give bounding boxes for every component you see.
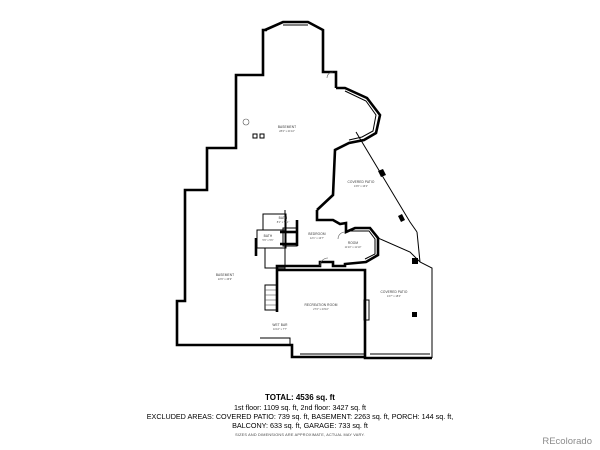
patio-outline	[355, 131, 418, 233]
post	[412, 312, 417, 317]
room-label: BATH	[279, 216, 288, 220]
patio-outline	[416, 231, 421, 263]
door-swing	[326, 71, 334, 79]
room-dims: 11'10" x 11'10"	[345, 245, 362, 249]
wet-bar-counter	[260, 337, 291, 345]
room-dims: 27'2" x 23'10"	[313, 307, 329, 311]
staircase	[264, 284, 278, 311]
post	[398, 214, 405, 222]
door-swing	[319, 257, 329, 267]
room-dims: 5'9" x 5'6"	[262, 238, 273, 242]
room-dims: 12'1" x 13'7"	[310, 236, 324, 240]
recreation-room-wall	[277, 268, 432, 360]
window	[349, 230, 376, 260]
watermark-logo: REcolorado	[542, 436, 592, 447]
room-dims: 28'4" x 21'10"	[279, 129, 295, 133]
exterior-wall	[175, 28, 300, 359]
room-dims: 13'7" x 18'4"	[387, 294, 401, 298]
room-label: BATH	[264, 234, 273, 238]
room-dims: 8'1" x 5'11"	[277, 220, 290, 224]
patio-outline	[377, 237, 433, 358]
room-label: ROOM	[348, 241, 359, 245]
excluded-areas-line1: EXCLUDED AREAS: COVERED PATIO: 739 sq. f…	[146, 412, 454, 421]
bedroom-wall	[275, 210, 380, 270]
floor-plan: BASEMENT 28'4" x 21'10" BASEMENT 22'9" x…	[175, 20, 433, 360]
window	[344, 90, 377, 141]
door-swing	[337, 231, 346, 240]
room-dims: 11'10" x 7'7"	[273, 327, 287, 331]
room-label: BASEMENT	[278, 125, 296, 129]
excluded-areas-line2: BALCONY: 633 sq. ft, GARAGE: 733 sq. ft	[232, 421, 368, 430]
room-dims: 22'9" x 46'9"	[218, 277, 232, 281]
post	[412, 258, 418, 264]
fixture	[252, 133, 258, 139]
room-label: COVERED PATIO	[347, 180, 374, 184]
floor-areas: 1st floor: 1109 sq. ft, 2nd floor: 3427 …	[233, 403, 367, 412]
floor-drain-icon	[242, 118, 250, 126]
room-label: BEDROOM	[308, 232, 325, 236]
post	[378, 169, 386, 177]
fixture	[259, 133, 265, 139]
room-label: BASEMENT	[216, 273, 234, 277]
room-label: WET BAR	[272, 323, 288, 327]
exterior-wall-top	[264, 20, 338, 88]
room-dims: 13'9" x 16'2"	[354, 184, 368, 188]
exterior-wall-bay	[316, 86, 382, 211]
fireplace	[363, 299, 370, 321]
room-label: RECREATION ROOM	[305, 303, 338, 307]
room-label: COVERED PATIO	[380, 290, 407, 294]
total-area: TOTAL: 4536 sq. ft	[265, 393, 335, 402]
disclaimer: SIZES AND DIMENSIONS ARE APPROXIMATE, AC…	[235, 433, 365, 437]
